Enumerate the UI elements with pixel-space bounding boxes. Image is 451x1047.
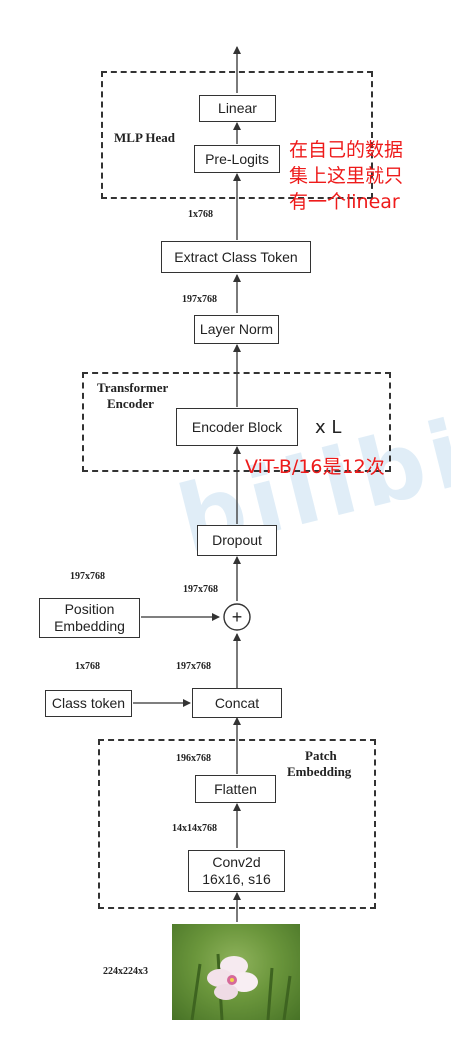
mlp-head-group: [101, 71, 373, 199]
conv2d-line: 16x16, s16: [202, 871, 271, 887]
annotation-line: 有一个linear: [289, 191, 400, 213]
title-line: Transformer: [97, 380, 169, 395]
position-embedding-line: Position: [64, 601, 115, 617]
linear-box: Linear: [199, 95, 276, 122]
concat-box: Concat: [192, 688, 282, 718]
dim-label: 14x14x768: [172, 823, 217, 834]
dim-label: 196x768: [176, 753, 211, 764]
dim-label: 197x768: [176, 661, 211, 672]
conv2d-box: Conv2d 16x16, s16: [188, 850, 285, 892]
conv2d-line: Conv2d: [212, 854, 261, 870]
dim-label: 1x768: [188, 209, 213, 220]
dropout-box: Dropout: [197, 525, 277, 556]
class-token-box: Class token: [45, 690, 132, 717]
encoder-block-box: Encoder Block: [176, 408, 298, 446]
dim-label: 197x768: [70, 571, 105, 582]
title-line: Encoder: [107, 396, 154, 411]
flatten-box: Flatten: [195, 775, 276, 803]
dim-label: 197x768: [183, 584, 218, 595]
flower-icon: [172, 924, 300, 1020]
patch-embedding-title: Patch Embedding: [287, 748, 351, 780]
repeat-l-label: x L: [315, 417, 342, 438]
dim-label: 1x768: [75, 661, 100, 672]
position-embedding-line: Embedding: [54, 618, 125, 634]
position-embedding-box: Position Embedding: [39, 598, 140, 638]
transformer-encoder-title: Transformer Encoder: [97, 380, 168, 412]
dim-label: 197x768: [182, 294, 217, 305]
layer-norm-box: Layer Norm: [194, 315, 279, 344]
title-line: Embedding: [287, 764, 352, 779]
input-flower-image: [172, 924, 300, 1020]
plus-symbol: +: [231, 606, 243, 627]
annotation-line: 在自己的数据: [289, 139, 404, 161]
dim-label: 224x224x3: [103, 966, 148, 977]
transformer-encoder-group: [82, 372, 391, 472]
mlp-head-annotation: 在自己的数据 集上这里就只 有一个linear: [289, 137, 403, 215]
title-line: Patch: [305, 748, 337, 763]
add-circle: [223, 603, 251, 631]
patch-embedding-group: [98, 739, 376, 909]
vit-b16-annotation: ViT-B/16是12次: [245, 456, 385, 478]
extract-class-token-box: Extract Class Token: [161, 241, 311, 273]
mlp-head-title: MLP Head: [114, 130, 176, 145]
pre-logits-box: Pre-Logits: [194, 145, 280, 173]
annotation-line: 集上这里就只: [289, 165, 404, 187]
